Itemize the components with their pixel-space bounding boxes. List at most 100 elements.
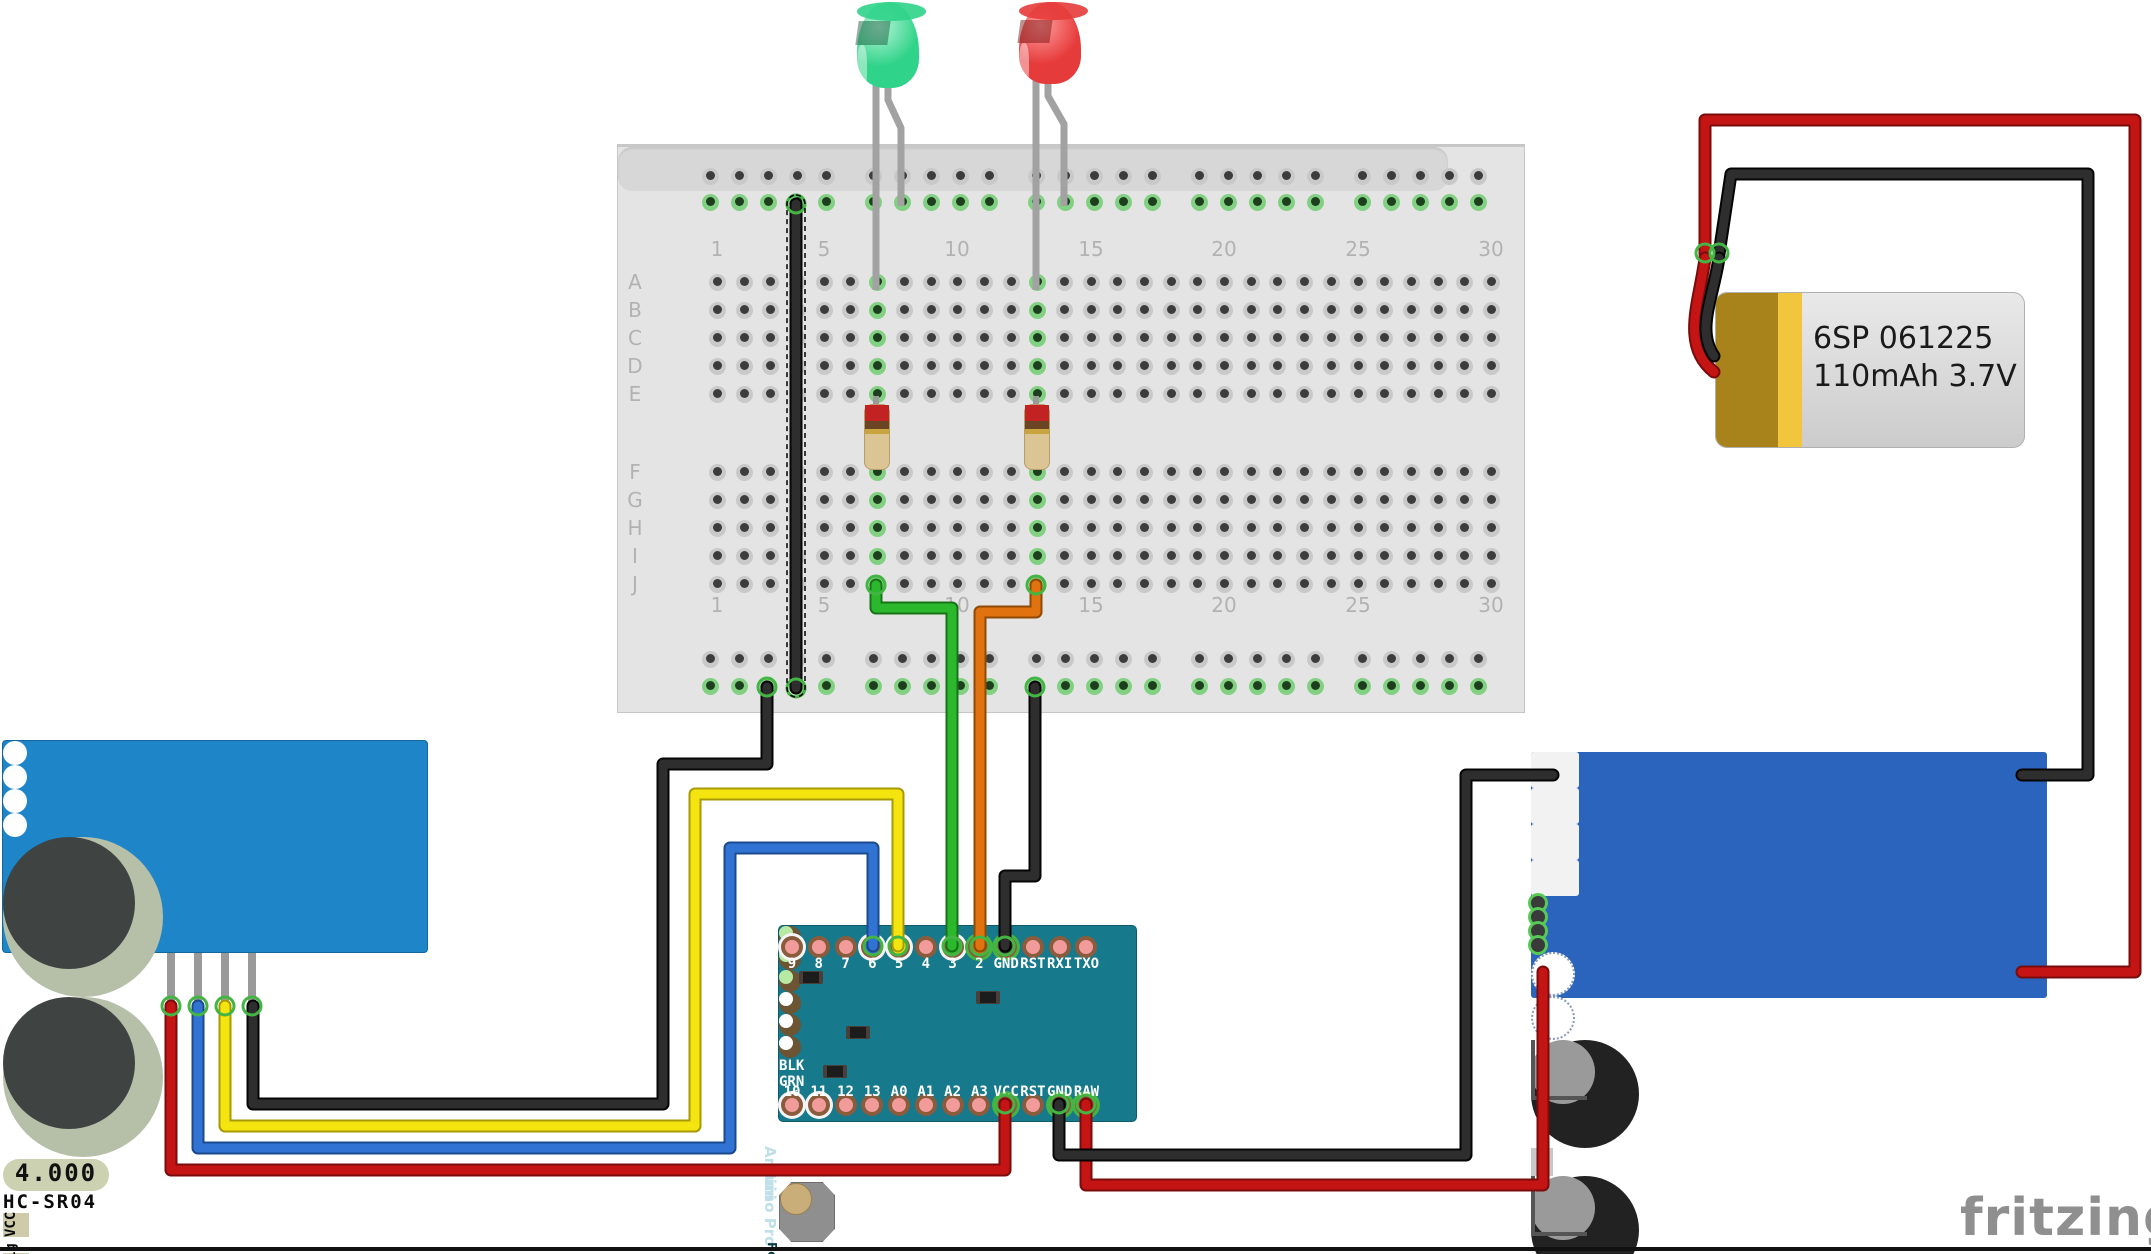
connection-ring	[1694, 242, 1716, 264]
wire-sensor-trig[interactable]	[193, 843, 878, 1153]
bottom-rail-gnd-hole	[1278, 678, 1295, 695]
top-rail-gnd-hole	[1086, 194, 1103, 211]
grid-hole-C21	[1242, 330, 1260, 347]
bottom-rail-hole	[1412, 651, 1429, 668]
arduino-pin-label: GND	[993, 956, 1019, 972]
grid-hole-F11	[975, 464, 993, 481]
grid-hole-J11	[975, 576, 993, 593]
wire-battery-positive-lead[interactable]	[1690, 253, 1719, 377]
wire-arduino-gnd-to-buck[interactable]	[1054, 770, 1558, 1160]
column-number: 25	[1345, 593, 1371, 617]
resistor-220[interactable]	[864, 404, 890, 470]
arduino-pin-label: TXO	[1073, 956, 1100, 972]
arduino-pin-a2-bottom[interactable]	[941, 1094, 964, 1116]
grid-hole-D24	[1322, 358, 1340, 375]
arduino-pin-13-bottom[interactable]	[861, 1094, 884, 1116]
arduino-pin-9[interactable]	[781, 936, 803, 958]
wire-battery-negative[interactable]	[1714, 169, 2093, 780]
cap-cross-v	[1531, 1040, 1535, 1096]
arduino-side-hole[interactable]	[779, 970, 801, 992]
grid-hole-B11	[975, 302, 993, 319]
oscillator: 4.000	[3, 1159, 109, 1191]
pad-hole[interactable]	[1531, 924, 1545, 938]
bottom-rail-gnd-hole	[1441, 678, 1458, 695]
arduino-pin-a0-bottom[interactable]	[888, 1094, 911, 1116]
wire-arduino-gnd-to-buck[interactable]	[1052, 768, 1560, 1162]
cap-cross-h	[1531, 1096, 1587, 1100]
wire-battery-negative[interactable]	[1712, 167, 2095, 782]
wire-led-green-signal[interactable]	[871, 580, 957, 951]
grid-hole-J17	[1136, 576, 1154, 593]
grid-hole-F19	[1189, 464, 1207, 481]
grid-hole-H26	[1376, 520, 1394, 537]
grid-hole-A12	[1002, 274, 1020, 291]
wire-battery-positive[interactable]	[1700, 115, 2140, 977]
row-letter: E	[628, 382, 642, 406]
arduino-pin-a3-bottom[interactable]	[968, 1094, 991, 1116]
top-rail-gnd-hole	[981, 194, 998, 211]
wire-breadboard-gnd-to-arduino[interactable]	[1000, 682, 1040, 951]
arduino-pin-rxi[interactable]	[1048, 936, 1071, 958]
wire-sensor-vcc[interactable]	[166, 1001, 1010, 1175]
grid-hole-A21	[1242, 274, 1260, 291]
arduino-pin-rst-bottom[interactable]	[1021, 1094, 1044, 1116]
arduino-pin-11-bottom[interactable]	[807, 1094, 830, 1116]
grid-hole-H30	[1483, 520, 1500, 537]
grid-hole-A25	[1349, 274, 1367, 291]
top-rail-gnd-hole	[1354, 194, 1371, 211]
arduino-side-hole[interactable]	[779, 1014, 801, 1036]
connection-ring	[756, 676, 778, 698]
grid-hole-G26	[1376, 492, 1394, 509]
grid-hole-H10	[949, 520, 967, 537]
column-number: 20	[1211, 237, 1237, 261]
green-led[interactable]	[855, 2, 927, 93]
arduino-pin-4[interactable]	[914, 936, 937, 958]
grid-hole-B13	[1029, 302, 1047, 319]
wire-battery-negative-lead[interactable]	[1701, 253, 1724, 361]
wire-arduino-raw-power[interactable]	[1081, 967, 1548, 1190]
grid-hole-E18	[1162, 386, 1180, 403]
pad-hole[interactable]	[1531, 896, 1545, 910]
wire-breadboard-gnd-to-sensor[interactable]	[248, 682, 772, 1109]
grid-hole-E19	[1189, 386, 1207, 403]
arduino-pin-a1-bottom[interactable]	[914, 1094, 937, 1116]
arduino-pin-rst[interactable]	[1021, 936, 1044, 958]
pad-hole[interactable]	[1531, 938, 1545, 952]
arduino-pin-10-bottom[interactable]	[781, 1094, 803, 1116]
connection-ring	[1708, 242, 1730, 264]
grid-hole-I20	[1216, 548, 1234, 565]
grid-hole-H27	[1402, 520, 1420, 537]
arduino-pin-8[interactable]	[807, 936, 830, 958]
connection-ring	[994, 935, 1016, 957]
grid-hole-H12	[1002, 520, 1020, 537]
grid-hole-J28	[1429, 576, 1447, 593]
arduino-pin-txo[interactable]	[1075, 936, 1098, 958]
grid-hole-F17	[1136, 464, 1154, 481]
column-number: 30	[1478, 593, 1504, 617]
wire-led-green-signal[interactable]	[869, 578, 959, 953]
wire-battery-positive[interactable]	[1698, 113, 2142, 979]
arduino-side-hole[interactable]	[779, 1036, 801, 1058]
arduino-pin-12-bottom[interactable]	[834, 1094, 857, 1116]
grid-hole-C8	[895, 330, 913, 347]
sensor-pad-vcc[interactable]	[3, 1213, 29, 1237]
connection-ring	[865, 574, 887, 596]
grid-hole-H14	[1055, 520, 1073, 537]
resistor-220[interactable]	[1024, 404, 1050, 470]
arduino-side-hole[interactable]	[779, 992, 801, 1014]
red-led[interactable]	[1017, 2, 1089, 89]
wire-sensor-echo[interactable]	[220, 789, 903, 1131]
arduino-pin-7[interactable]	[834, 936, 857, 958]
reset-button[interactable]	[779, 1182, 835, 1242]
bottom-rail-hole	[1115, 651, 1132, 668]
solder-pad	[1531, 788, 1579, 824]
lipo-battery[interactable]: 6SP 061225 110mAh 3.7V	[1715, 292, 2025, 448]
wire-led-red-signal[interactable]	[975, 580, 1041, 951]
resistor-band-red	[865, 405, 889, 413]
grid-hole-B6	[842, 302, 860, 319]
battery-gold-wrap	[1716, 293, 1778, 447]
pad-hole[interactable]	[1531, 910, 1545, 924]
